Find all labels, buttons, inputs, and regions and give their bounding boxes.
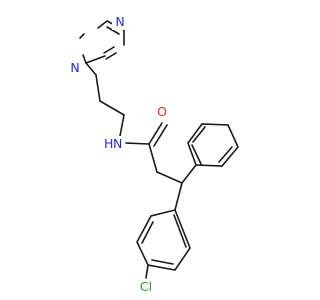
label-background — [67, 60, 83, 76]
bond — [105, 52, 117, 60]
phenyl-ring — [181, 123, 239, 184]
bond — [119, 114, 125, 137]
bond — [136, 209, 191, 271]
label-background — [154, 104, 170, 120]
bond — [151, 259, 174, 265]
amide-nitrogen-hydrogen-label: H — [104, 136, 113, 151]
ethyl-linker — [95, 74, 125, 137]
bond — [141, 221, 154, 244]
bond — [174, 182, 183, 211]
bond — [187, 123, 239, 167]
bond — [181, 164, 197, 184]
bond — [148, 122, 163, 145]
bond — [173, 214, 187, 248]
bond — [125, 142, 150, 145]
bond — [148, 143, 158, 173]
structure-diagram: N N H N O Cl — [67, 14, 239, 295]
bond — [85, 55, 106, 64]
bond — [192, 126, 206, 143]
pyrazine-nitrogen-left-label: N — [70, 60, 79, 75]
bond — [85, 62, 97, 76]
bond — [156, 171, 183, 184]
amide-nitrogen-label: N — [113, 136, 122, 151]
bond — [95, 74, 101, 102]
label-background — [100, 136, 124, 152]
bond — [82, 54, 87, 64]
chlorophenyl-ring — [136, 182, 191, 279]
label-background — [112, 14, 128, 30]
bond — [191, 144, 202, 165]
atom-labels: N N H N O Cl — [67, 14, 170, 295]
label-background — [135, 279, 157, 295]
bond — [99, 100, 125, 116]
bond — [79, 33, 85, 39]
bond — [97, 20, 108, 29]
propanamide-chain — [125, 122, 183, 184]
molecule-drawing: N N H N O Cl — [67, 14, 239, 295]
chlorine-label: Cl — [140, 279, 152, 294]
pyrazine-nitrogen-top-label: N — [115, 14, 124, 29]
bond — [103, 46, 115, 54]
carbonyl-oxygen-label: O — [157, 104, 167, 119]
bond — [153, 124, 168, 147]
bond — [218, 146, 233, 163]
bond — [106, 26, 120, 35]
bond — [145, 264, 149, 279]
